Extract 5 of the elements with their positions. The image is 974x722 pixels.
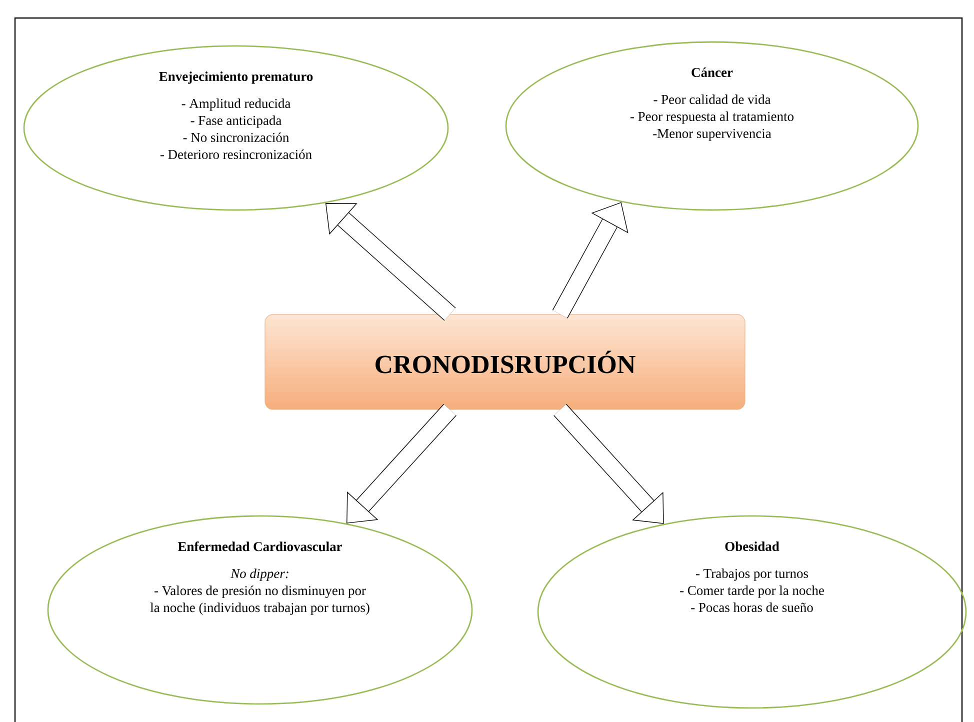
block-arrow xyxy=(325,203,456,321)
block-arrow xyxy=(552,202,628,318)
block-arrow xyxy=(554,404,664,524)
block-arrow xyxy=(346,404,456,524)
process-box: CRONODISRUPCIÓN xyxy=(264,314,746,410)
